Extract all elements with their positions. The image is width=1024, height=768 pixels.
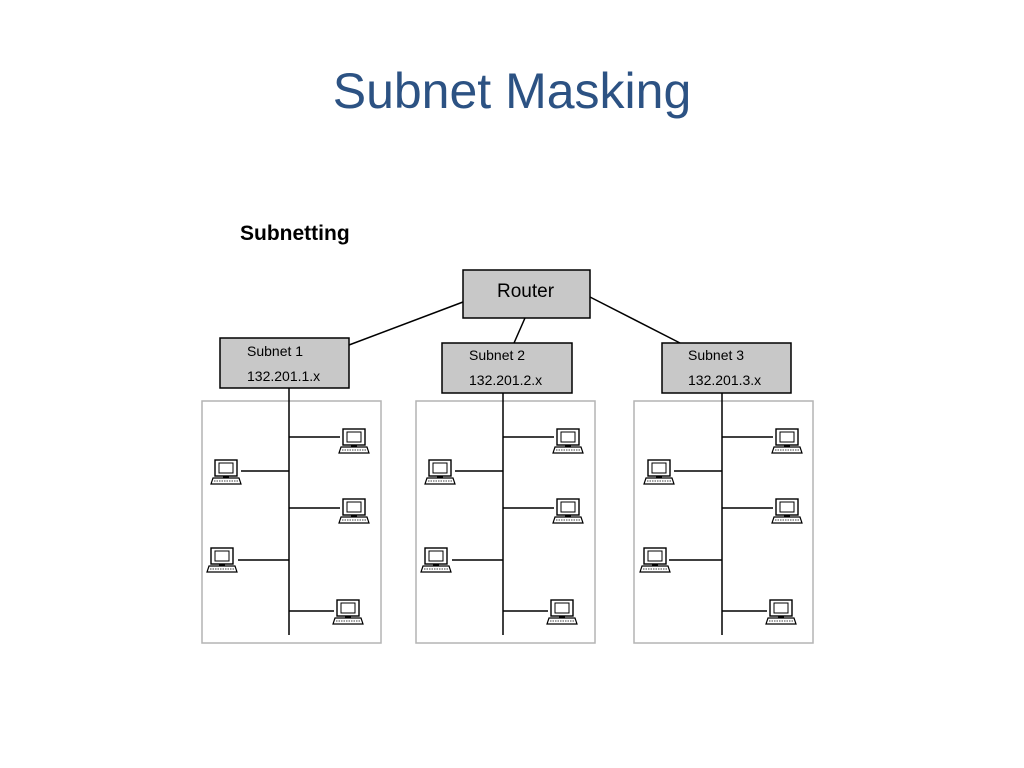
computer-icon (424, 459, 456, 485)
subnet-name: Subnet 3 (688, 347, 744, 363)
computer-icon (552, 498, 584, 524)
subnet-address: 132.201.1.x (247, 368, 320, 384)
computer-icon (546, 599, 578, 625)
computer-icon (332, 599, 364, 625)
subnet-name: Subnet 2 (469, 347, 525, 363)
computer-icon (765, 599, 797, 625)
computer-icon (338, 498, 370, 524)
subnet-box (441, 342, 573, 394)
router-label: Router (497, 281, 555, 302)
computer-icon (206, 547, 238, 573)
computer-icon (210, 459, 242, 485)
subnet-box (661, 342, 792, 394)
computer-icon (552, 428, 584, 454)
link-router-subnet-2 (513, 317, 526, 344)
router-box (462, 269, 591, 319)
link-router-subnet-3 (589, 296, 681, 344)
computer-icon (420, 547, 452, 573)
subnet-name: Subnet 1 (247, 343, 303, 359)
computer-icon (771, 428, 803, 454)
computer-icon (639, 547, 671, 573)
subnet-3: Subnet 3 132.201.3.x (633, 342, 814, 644)
computer-icon (338, 428, 370, 454)
link-router-subnet-1 (348, 301, 464, 346)
subnet-box (219, 337, 350, 389)
computer-icon (643, 459, 675, 485)
router-node: Router (462, 269, 591, 319)
subnet-address: 132.201.3.x (688, 372, 761, 388)
subnet-address: 132.201.2.x (469, 372, 542, 388)
subnet-2: Subnet 2 132.201.2.x (415, 342, 596, 644)
slide-title: Subnet Masking (332, 63, 692, 119)
subnet-1: Subnet 1 132.201.1.x (201, 337, 382, 644)
computer-icon (771, 498, 803, 524)
diagram-title: Subnetting (240, 222, 350, 245)
